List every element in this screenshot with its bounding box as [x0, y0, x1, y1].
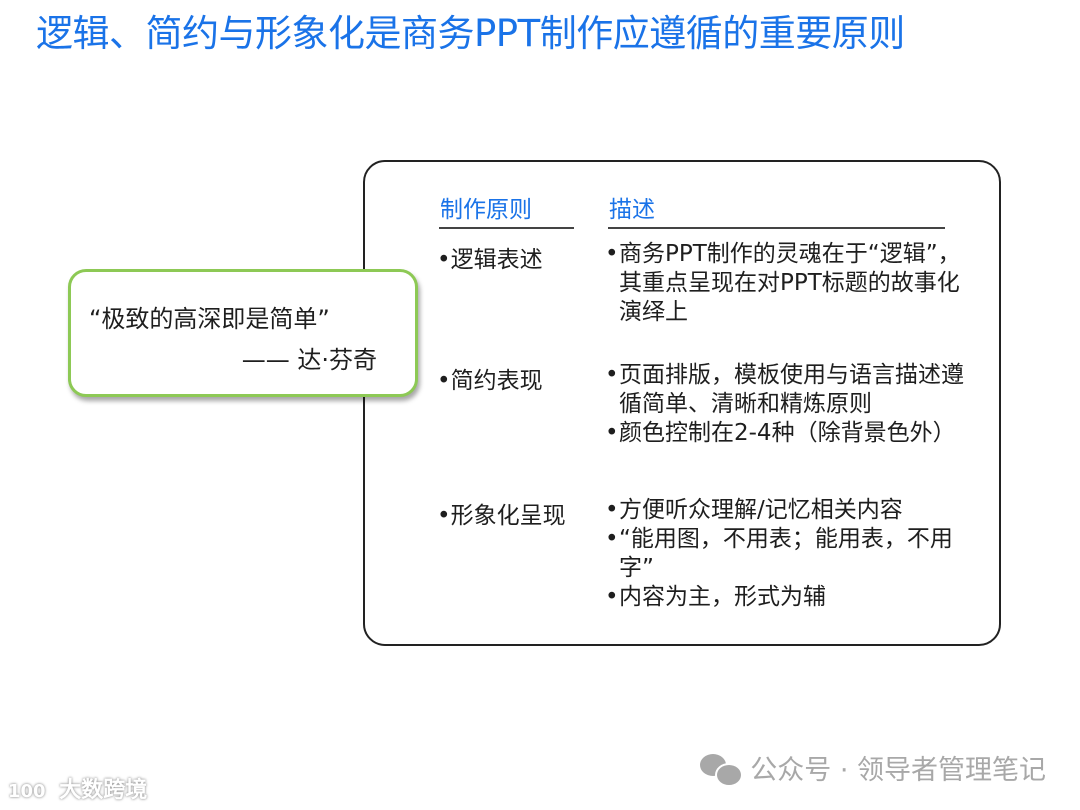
bullet: •: [605, 420, 619, 446]
bullet: •: [605, 497, 619, 523]
header-description: 描述: [609, 197, 655, 223]
description-item: • 颜色控制在2-4种（除背景色外）: [605, 419, 965, 448]
description-item: • 商务PPT制作的灵魂在于“逻辑”，其重点呈现在对PPT标题的故事化演绎上: [605, 240, 965, 327]
slide-title: 逻辑、简约与形象化是商务PPT制作应遵循的重要原则: [36, 12, 905, 55]
brand-logo-icon: 100: [8, 781, 46, 802]
brand-watermark: 100 大数跨境: [8, 772, 147, 804]
wechat-watermark: 公众号 · 领导者管理笔记: [700, 748, 1046, 787]
description-item: • 页面排版，模板使用与语言描述遵循简单、清晰和精炼原则: [605, 361, 965, 419]
description-text: 商务PPT制作的灵魂在于“逻辑”，其重点呈现在对PPT标题的故事化演绎上: [619, 241, 961, 325]
description-text: 方便听众理解/记忆相关内容: [619, 497, 903, 523]
description-item: • 内容为主，形式为辅: [605, 583, 965, 612]
principle-visualization: •形象化呈现: [437, 503, 566, 529]
header-principle: 制作原则: [440, 197, 532, 223]
description-item: • “能用图，不用表；能用表，不用字”: [605, 525, 965, 583]
bullet: •: [605, 241, 619, 267]
bullet: •: [605, 362, 619, 388]
bullet: •: [605, 526, 619, 552]
description-item: • 方便听众理解/记忆相关内容: [605, 496, 965, 525]
principle-simplicity: •简约表现: [437, 368, 543, 394]
description-text: 页面排版，模板使用与语言描述遵循简单、清晰和精炼原则: [619, 362, 964, 417]
header-description-divider: [608, 227, 945, 229]
principles-panel: [363, 160, 1001, 646]
wechat-watermark-text: 公众号 · 领导者管理笔记: [750, 755, 1046, 786]
quote-author: —— 达·芬奇: [241, 346, 377, 374]
wechat-icon: [700, 752, 744, 787]
brand-watermark-text: 大数跨境: [59, 778, 148, 803]
header-principle-divider: [439, 227, 574, 229]
quote-callout: “极致的高深即是简单” —— 达·芬奇: [68, 269, 418, 397]
bullet: •: [605, 584, 619, 610]
description-simplicity: • 页面排版，模板使用与语言描述遵循简单、清晰和精炼原则 • 颜色控制在2-4种…: [605, 361, 965, 448]
quote-text: “极致的高深即是简单”: [89, 305, 330, 333]
description-visualization: • 方便听众理解/记忆相关内容 • “能用图，不用表；能用表，不用字” • 内容…: [605, 496, 965, 612]
principle-logic: •逻辑表述: [437, 247, 543, 273]
description-text: “能用图，不用表；能用表，不用字”: [619, 526, 953, 581]
description-text: 颜色控制在2-4种（除背景色外）: [619, 420, 956, 446]
description-logic: • 商务PPT制作的灵魂在于“逻辑”，其重点呈现在对PPT标题的故事化演绎上: [605, 240, 965, 327]
description-text: 内容为主，形式为辅: [619, 584, 826, 610]
